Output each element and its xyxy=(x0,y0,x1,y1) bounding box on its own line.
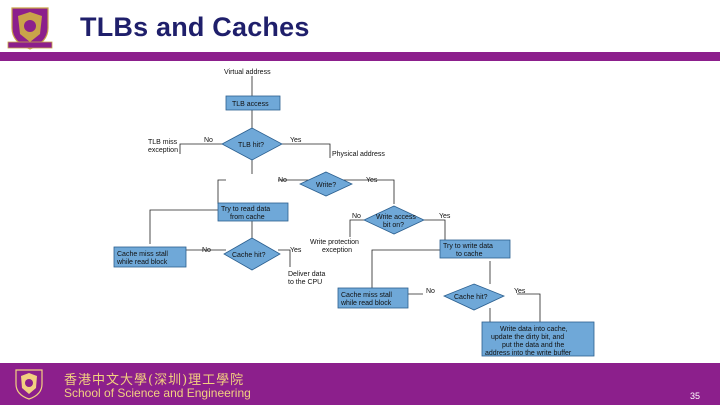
tlb-miss-label-line1: TLB miss xyxy=(148,139,178,146)
slide-header: TLBs and Caches xyxy=(0,0,720,56)
tlb-miss-label-line2: exception xyxy=(148,147,178,154)
cache-miss-left-line2: while read block xyxy=(116,259,168,266)
cache-hit-right-yes-label: Yes xyxy=(514,288,526,295)
page-title: TLBs and Caches xyxy=(80,12,310,42)
tlb-access-box xyxy=(225,95,281,111)
cache-miss-right-line2: while read block xyxy=(340,300,392,307)
footer-chinese-name: 香港中文大學(深圳)理工學院 xyxy=(64,373,245,388)
physical-address-label: Physical address xyxy=(332,151,385,158)
footer-english-name: School of Science and Engineering xyxy=(64,386,251,400)
try-write-label-line1: Try to write data xyxy=(443,243,493,250)
write-into-cache-line2: update the dirty bit, and xyxy=(491,334,564,341)
cache-miss-right-line1: Cache miss stall xyxy=(341,292,392,299)
try-read-box xyxy=(217,202,289,222)
deliver-data-label-line2: to the CPU xyxy=(288,279,322,286)
virtual-address-label: Virtual address xyxy=(224,69,271,76)
tlb-access-label: TLB access xyxy=(232,101,269,108)
write-into-cache-line3: put the data and the xyxy=(502,342,564,349)
try-write-box xyxy=(439,239,511,259)
tlb-hit-no-label: No xyxy=(204,137,213,144)
cache-miss-box-right xyxy=(337,287,409,309)
write-label: Write? xyxy=(316,182,336,189)
write-no-label: No xyxy=(278,177,287,184)
university-crest-icon xyxy=(15,369,43,400)
write-access-label-line2: bit on? xyxy=(383,222,404,229)
try-read-label-line1: Try to read data xyxy=(221,206,270,213)
deliver-data-label-line1: Deliver data xyxy=(288,271,325,278)
write-access-yes-label: Yes xyxy=(439,213,451,220)
write-diamond xyxy=(299,171,353,197)
write-yes-label: Yes xyxy=(366,177,378,184)
write-protection-label-line1: Write protection xyxy=(310,239,359,246)
cache-hit-diamond-right xyxy=(442,283,506,311)
cache-hit-left-no-label: No xyxy=(202,247,211,254)
university-crest-icon xyxy=(7,7,53,50)
tlb-hit-yes-label: Yes xyxy=(290,137,302,144)
tlb-cache-flowchart: Virtual address TLB access TLB hit? No Y… xyxy=(113,69,595,357)
cache-hit-diamond-left xyxy=(223,237,281,271)
cache-miss-left-line1: Cache miss stall xyxy=(117,251,168,258)
write-into-cache-line1: Write data into cache, xyxy=(500,326,568,333)
cache-hit-right-label: Cache hit? xyxy=(454,294,488,301)
try-write-label-line2: to cache xyxy=(456,251,483,258)
cache-hit-right-no-label: No xyxy=(426,288,435,295)
write-access-diamond xyxy=(363,205,425,235)
cache-hit-left-label: Cache hit? xyxy=(232,252,266,259)
tlb-hit-diamond xyxy=(221,127,283,161)
write-into-cache-box xyxy=(481,321,595,357)
write-protection-label-line2: exception xyxy=(322,247,352,254)
page-number: 35 xyxy=(689,391,700,401)
write-access-label-line1: Write access xyxy=(376,214,416,221)
write-access-no-label: No xyxy=(352,213,361,220)
write-into-cache-line4: address into the write buffer xyxy=(485,350,572,357)
cache-hit-left-yes-label: Yes xyxy=(290,247,302,254)
tlb-hit-label: TLB hit? xyxy=(238,142,264,149)
slide-footer: 香港中文大學(深圳)理工學院 School of Science and Eng… xyxy=(0,363,720,405)
cache-miss-box-left xyxy=(113,246,187,268)
header-divider-bar xyxy=(0,52,720,61)
try-read-label-line2: from cache xyxy=(230,214,265,221)
